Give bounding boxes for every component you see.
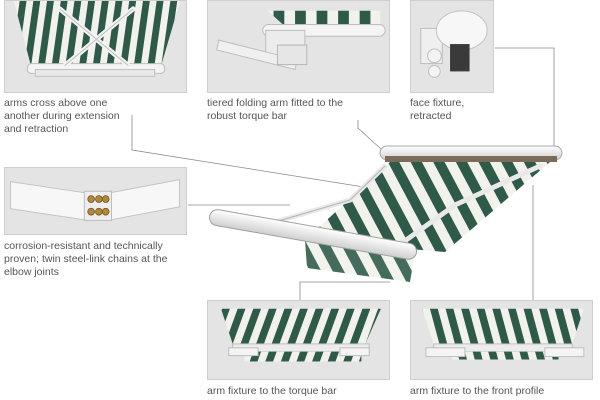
detail-panel-tiered-arm [207, 0, 390, 93]
retractable-awning-illustration-icon [208, 145, 563, 282]
detail-panel-crossed-arms [4, 0, 187, 93]
torque-bar-arm-detail-icon [216, 10, 386, 71]
elbow-chain-joint-detail-icon [10, 179, 180, 221]
torque-bar-fixture-detail-icon [220, 308, 381, 362]
caption-tiered-arm: tiered folding arm fitted to the robust … [207, 97, 343, 122]
detail-panel-elbow-joint [4, 167, 187, 235]
face-fixture-detail-icon [420, 10, 488, 78]
caption-torque-bar-fixture: arm fixture to the torque bar [207, 385, 337, 397]
detail-panel-face-fixture [410, 0, 494, 93]
detail-panel-torque-bar-fixture [207, 300, 390, 380]
detail-panel-front-profile-fixture [410, 300, 593, 380]
caption-arms-cross: arms cross above one another during exte… [4, 97, 120, 135]
caption-front-profile-fixture: arm fixture to the front profile [410, 385, 545, 397]
crossed-arms-detail-icon [13, 1, 181, 77]
caption-face-fixture: face fixture, retracted [410, 97, 465, 122]
caption-corrosion: corrosion-resistant and technically prov… [4, 240, 168, 278]
front-profile-fixture-detail-icon [422, 308, 585, 360]
